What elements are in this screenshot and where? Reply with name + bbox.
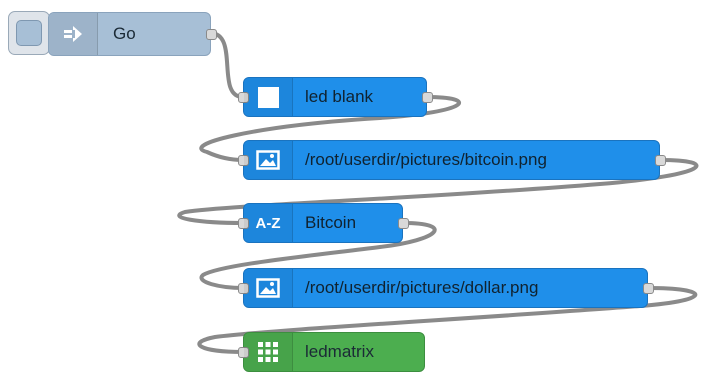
wire-led-blank-to-bitcoin-image[interactable] xyxy=(199,95,461,162)
node-label: Bitcoin xyxy=(305,213,357,232)
wire-go-to-led-blank[interactable] xyxy=(208,31,245,99)
node-label: /root/userdir/pictures/bitcoin.png xyxy=(305,150,547,169)
node-label: /root/userdir/pictures/dollar.png xyxy=(305,278,539,297)
a-z-icon: A-Z xyxy=(244,204,293,242)
wire-dollar-image-to-ledmatrix[interactable] xyxy=(197,286,698,354)
node-label: ledmatrix xyxy=(305,342,374,361)
node-go[interactable]: Go xyxy=(48,12,217,56)
arrow-in-icon xyxy=(49,13,98,55)
node-bitcoin-text[interactable]: A-Z Bitcoin xyxy=(238,203,409,243)
node-ledmatrix[interactable]: ledmatrix xyxy=(238,332,425,372)
input-port[interactable] xyxy=(238,218,249,229)
white-square-icon xyxy=(244,78,293,116)
output-port[interactable] xyxy=(206,29,217,40)
a-z-icon-text: A-Z xyxy=(255,214,281,232)
node-label: Go xyxy=(113,24,136,43)
wire-bitcoin-text-to-dollar-image[interactable] xyxy=(199,221,437,290)
input-port[interactable] xyxy=(238,347,249,358)
grid-icon xyxy=(244,333,293,371)
output-port[interactable] xyxy=(643,283,654,294)
output-port[interactable] xyxy=(655,155,666,166)
image-icon xyxy=(244,141,293,179)
input-port[interactable] xyxy=(238,283,249,294)
image-icon xyxy=(244,269,293,307)
wire-bitcoin-image-to-bitcoin-text[interactable] xyxy=(177,158,699,225)
node-label: led blank xyxy=(305,87,374,106)
input-port[interactable] xyxy=(238,155,249,166)
output-port[interactable] xyxy=(422,92,433,103)
inject-trigger-button[interactable] xyxy=(8,11,50,55)
inject-trigger-inner xyxy=(16,20,42,46)
output-port[interactable] xyxy=(398,218,409,229)
node-bitcoin-image[interactable]: /root/userdir/pictures/bitcoin.png xyxy=(238,140,666,180)
input-port[interactable] xyxy=(238,92,249,103)
node-led-blank[interactable]: led blank xyxy=(238,77,433,117)
node-dollar-image[interactable]: /root/userdir/pictures/dollar.png xyxy=(238,268,654,308)
